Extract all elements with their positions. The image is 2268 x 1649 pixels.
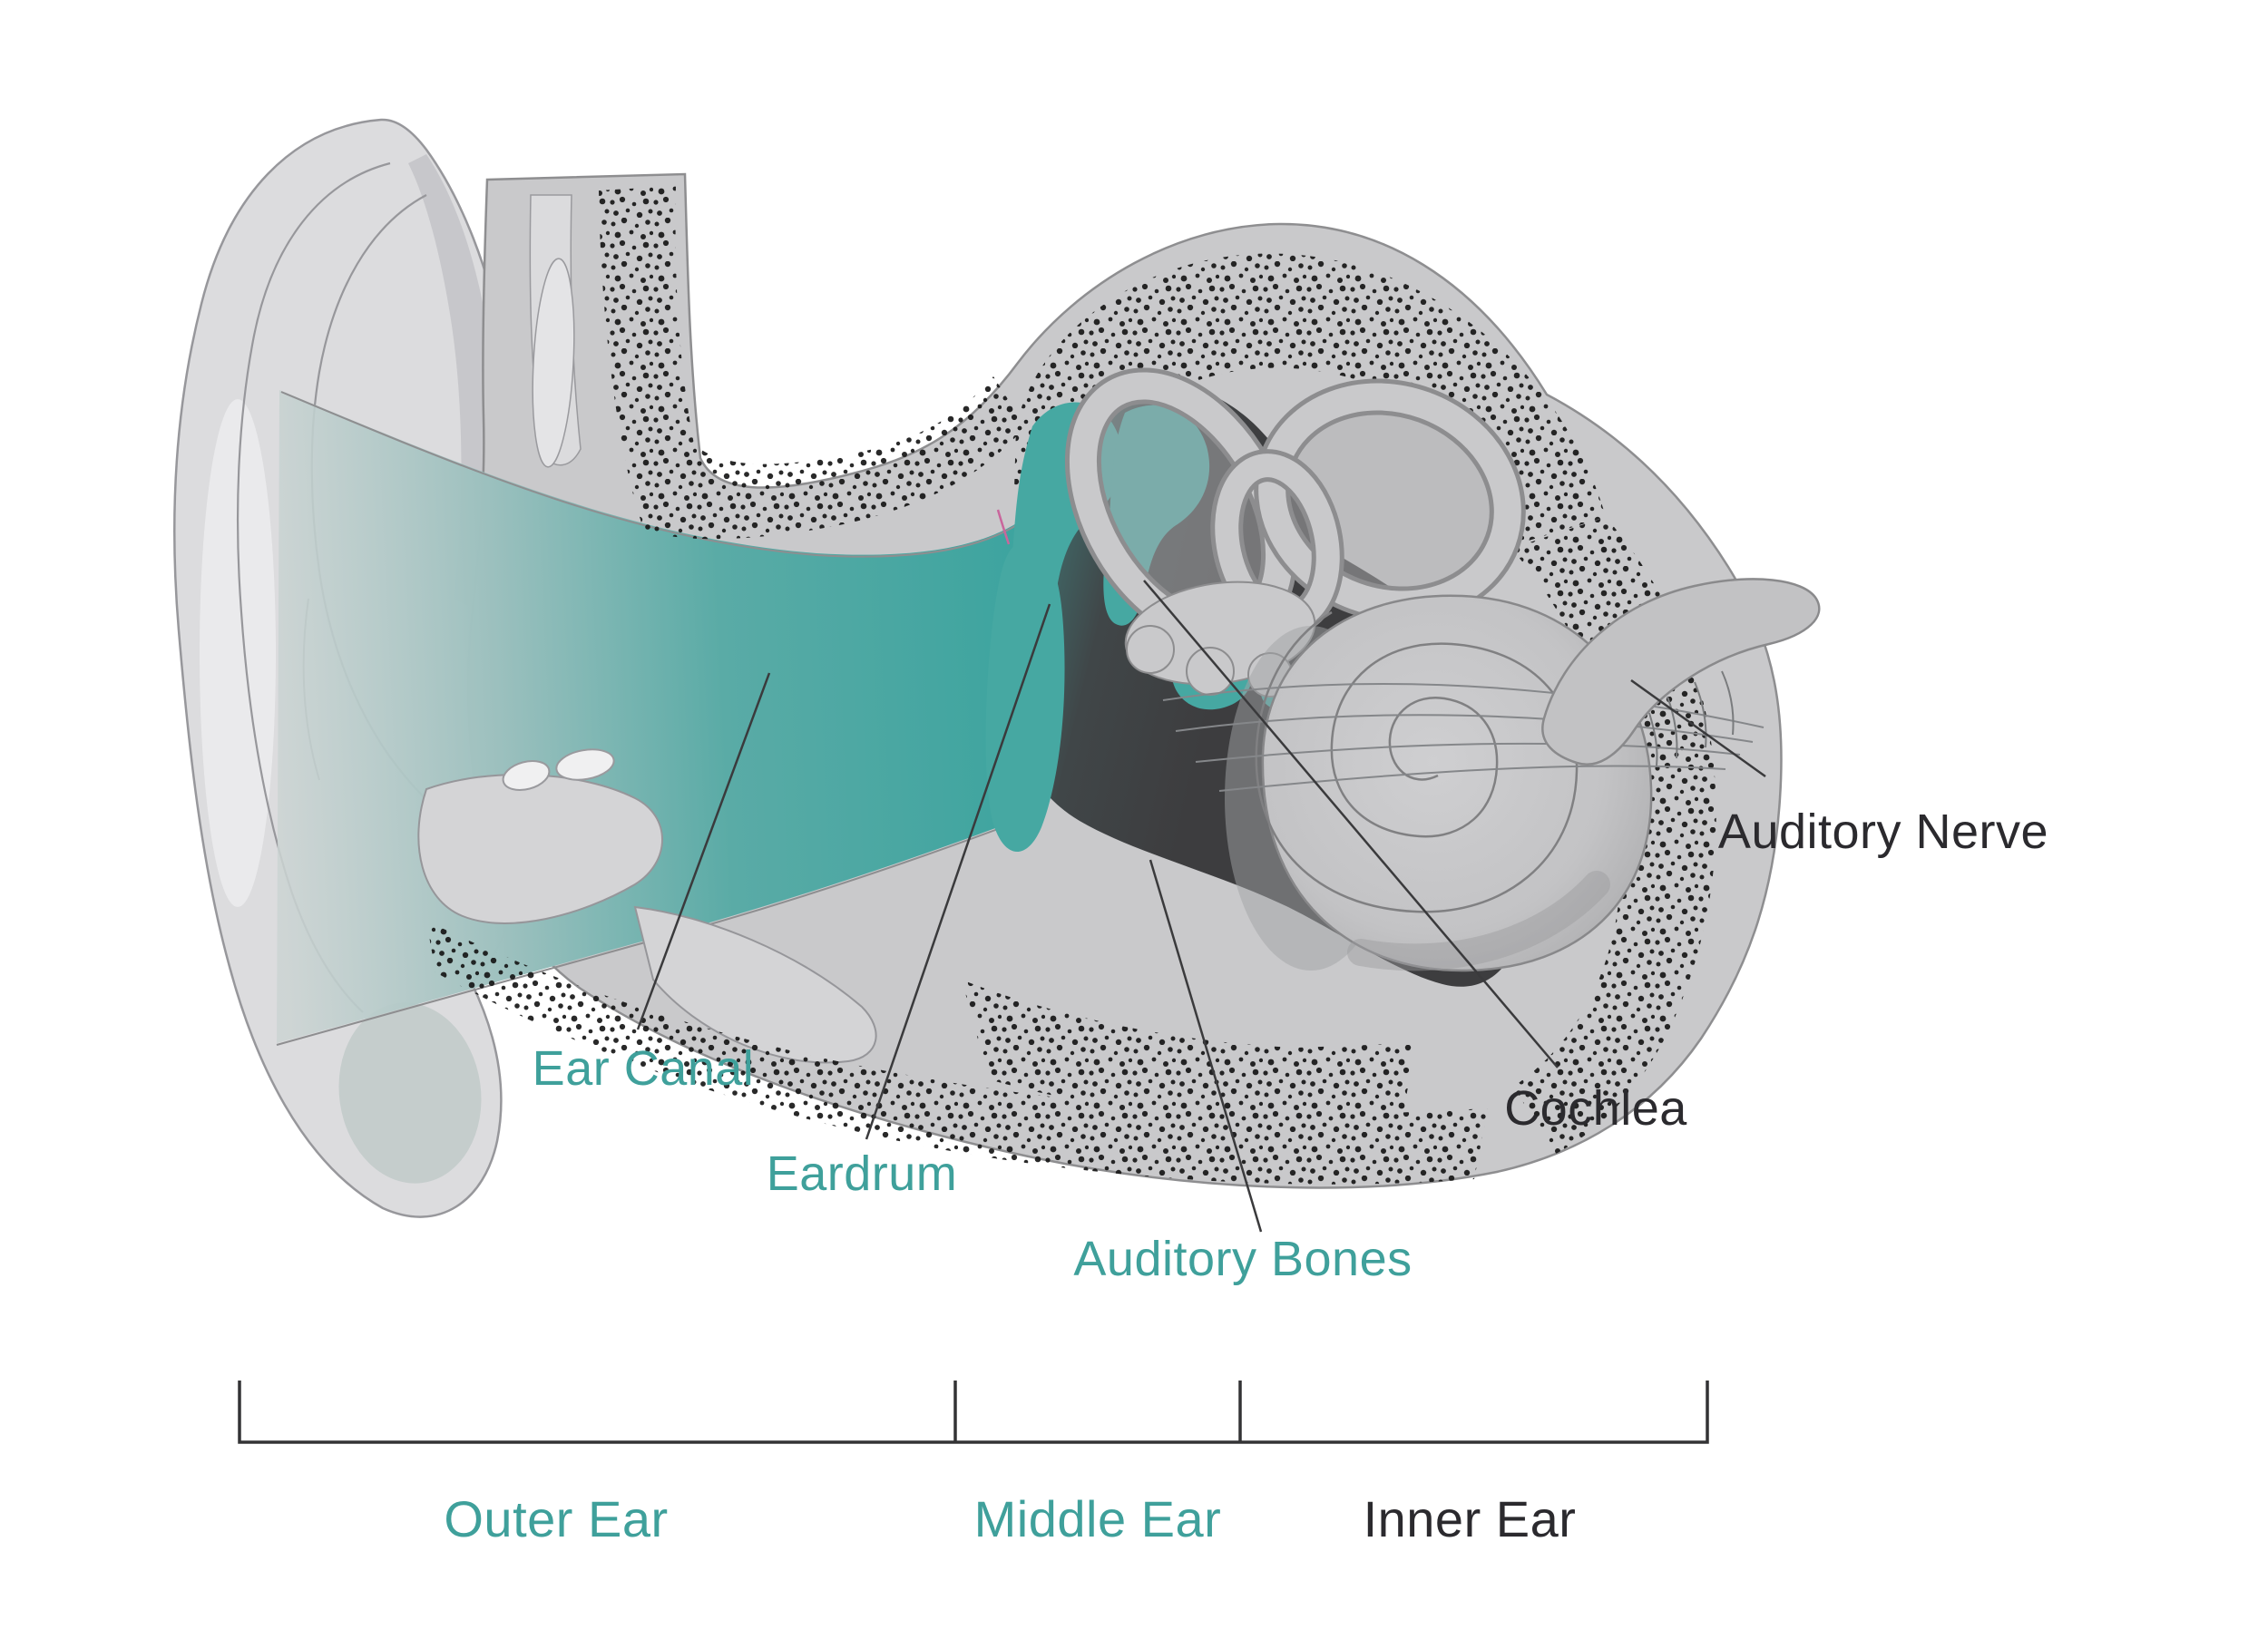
cartilage-sliver <box>532 258 575 468</box>
middle-ear-label: Middle Ear <box>974 1490 1222 1547</box>
bone-stipple-texture <box>426 186 1716 1185</box>
auditory-nerve-label: Auditory Nerve <box>1718 805 2048 859</box>
cartilage-pill-2 <box>555 748 615 781</box>
ampulla-2 <box>1186 647 1235 696</box>
canal-top-edge <box>280 391 1019 558</box>
cochlea-leader-line <box>1143 580 1559 1068</box>
cavity-pink-squiggle <box>996 509 1011 545</box>
nerve-fiber-line-2 <box>1175 714 1754 743</box>
canal-bottom-edge <box>276 817 1028 1046</box>
auditory-bones-label: Auditory Bones <box>1073 1232 1412 1286</box>
nerve-fiber-line-3 <box>1195 742 1741 763</box>
eardrum-leader-line <box>865 603 1051 1140</box>
auditory-nerve-group <box>1162 578 1821 792</box>
earlobe-shading <box>338 1002 482 1184</box>
ampulla-1 <box>1126 625 1175 674</box>
auditory-bones-leader-line <box>1149 859 1263 1233</box>
eardrum-label: Eardrum <box>767 1146 958 1201</box>
nerve-striations <box>1648 670 1735 766</box>
auditory-nerve-leader-line <box>1630 678 1766 778</box>
ear-canal-leader-line <box>636 672 771 1030</box>
bracket-line <box>238 1381 1709 1444</box>
semicircular-canals <box>1064 367 1526 698</box>
nerve-trunk-shape <box>1541 578 1821 766</box>
cochlea-rim-shade <box>1347 871 1610 971</box>
structure-labels: Ear Canal Eardrum Auditory Bones Cochlea… <box>533 805 2048 1286</box>
cartilage-pill-1 <box>502 760 551 791</box>
nerve-fiber-line-4 <box>1218 765 1726 792</box>
region-labels: Outer Ear Middle Ear Inner Ear <box>444 1490 1576 1547</box>
inner-ear-label: Inner Ear <box>1364 1490 1577 1547</box>
cartilage-blob-large <box>417 773 663 924</box>
pinna-highlight <box>200 399 276 907</box>
cochlea-label: Cochlea <box>1504 1081 1687 1136</box>
cochlea-spiral <box>1255 610 1579 913</box>
region-bracket <box>238 1381 1709 1444</box>
canal-cartilage <box>417 258 877 1064</box>
leader-lines <box>636 580 1766 1233</box>
ear-canal-label: Ear Canal <box>533 1041 755 1096</box>
outer-ear-label: Outer Ear <box>444 1490 668 1547</box>
